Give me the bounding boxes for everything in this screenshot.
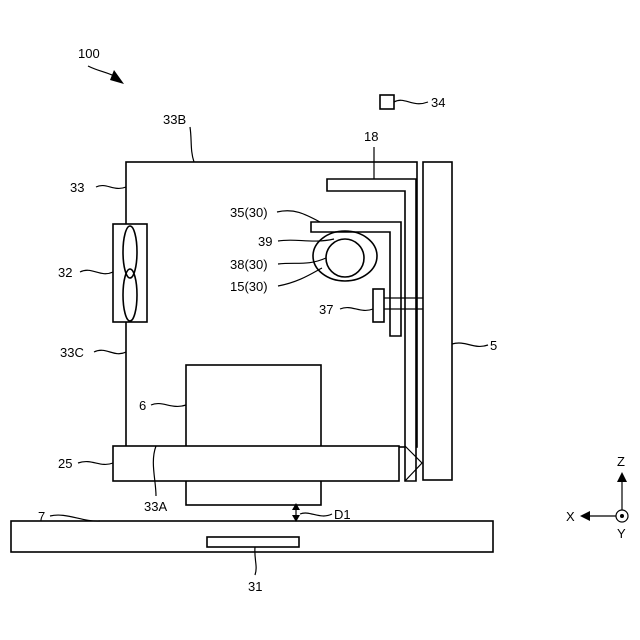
leader-39 (278, 239, 334, 241)
leader-7 (50, 515, 100, 521)
axis-y-label: Y (617, 526, 626, 541)
leader-34 (394, 100, 428, 103)
label-15: 15(30) (230, 279, 268, 294)
leader-32 (80, 270, 113, 273)
label-25: 25 (58, 456, 72, 471)
axis-y-dot (620, 514, 624, 518)
leader-d1 (300, 513, 332, 516)
leader-15 (278, 268, 322, 286)
fan-32 (113, 224, 147, 322)
panel-5 (423, 162, 452, 480)
leader-5 (452, 343, 488, 346)
label-d1: D1 (334, 507, 351, 522)
axis-z-label: Z (617, 454, 625, 469)
label-5: 5 (490, 338, 497, 353)
label-100: 100 (78, 46, 100, 61)
leader-35 (277, 211, 320, 222)
label-34: 34 (431, 95, 445, 110)
block-6 (186, 365, 321, 505)
label-6: 6 (139, 398, 146, 413)
label-38: 38(30) (230, 257, 268, 272)
component-31 (207, 537, 299, 547)
label-18: 18 (364, 129, 378, 144)
axis-x-label: X (566, 509, 575, 524)
label-39: 39 (258, 234, 272, 249)
component-34 (380, 95, 394, 109)
leader-37 (340, 308, 373, 311)
label-31: 31 (248, 579, 262, 594)
leader-6 (151, 404, 186, 407)
label-33a: 33A (144, 499, 167, 514)
label-33: 33 (70, 180, 84, 195)
label-33b: 33B (163, 112, 186, 127)
leader-33b (190, 127, 194, 162)
label-35: 35(30) (230, 205, 268, 220)
arrow-100-icon (110, 70, 124, 84)
label-7: 7 (38, 509, 45, 524)
component-37 (373, 289, 384, 322)
label-33c: 33C (60, 345, 84, 360)
leader-33c (94, 350, 126, 353)
label-32: 32 (58, 265, 72, 280)
leader-33 (96, 186, 126, 189)
element-38 (326, 239, 364, 277)
label-37: 37 (319, 302, 333, 317)
leader-25 (78, 462, 113, 465)
leader-38 (278, 258, 326, 264)
board-25 (113, 446, 399, 481)
